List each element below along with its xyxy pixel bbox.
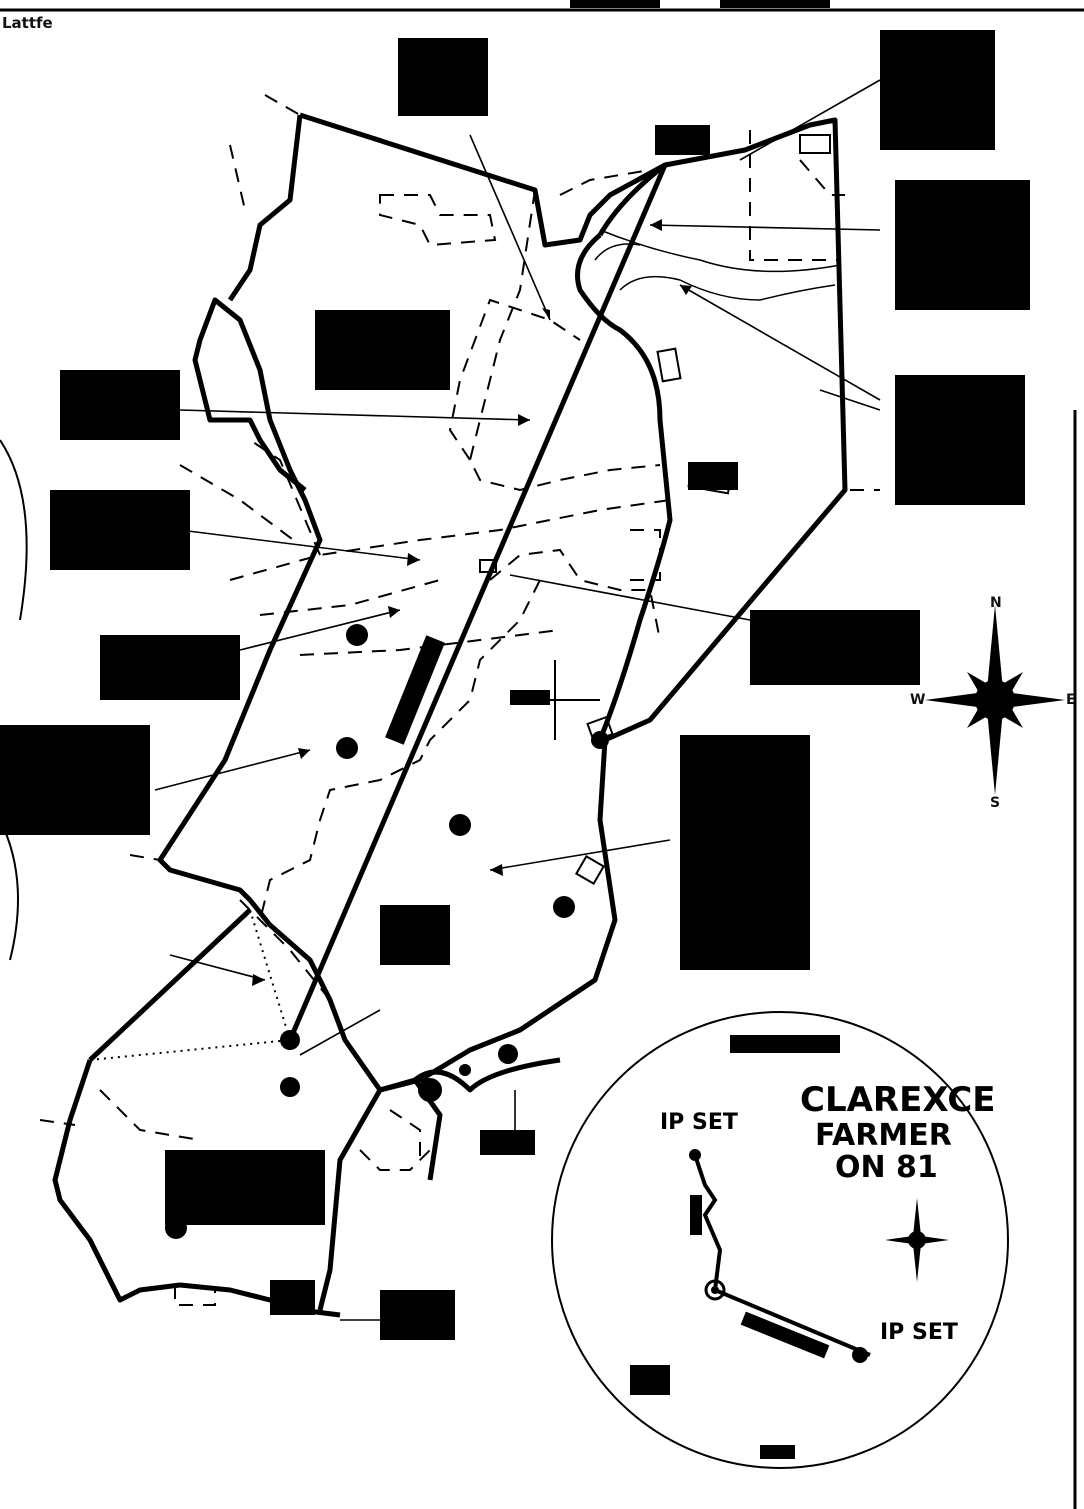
compass-rose: [925, 605, 1065, 795]
compass-south-label: S: [990, 795, 1001, 811]
corner-label: Lattfe: [2, 14, 53, 32]
compass-north-label: N: [990, 595, 1002, 611]
road-centerline: [287, 164, 668, 1041]
parcel-boundary: [52, 112, 848, 1318]
inset-title-line-1: CLAREXCE: [800, 1080, 996, 1120]
inset-title-line-3: ON 81: [835, 1150, 938, 1185]
dashed-lines: [39, 94, 880, 1306]
compass-west-label: W: [910, 692, 926, 708]
ip-set-label-left: IP SET: [660, 1110, 738, 1135]
owner-label-blocks: [0, 30, 1030, 1340]
inset-map: [551, 1011, 1009, 1469]
ip-set-label-right: IP SET: [880, 1320, 958, 1345]
inset-title-line-2: FARMER: [815, 1118, 952, 1153]
leader-lines: [154, 79, 881, 1321]
compass-east-label: E: [1066, 692, 1076, 708]
